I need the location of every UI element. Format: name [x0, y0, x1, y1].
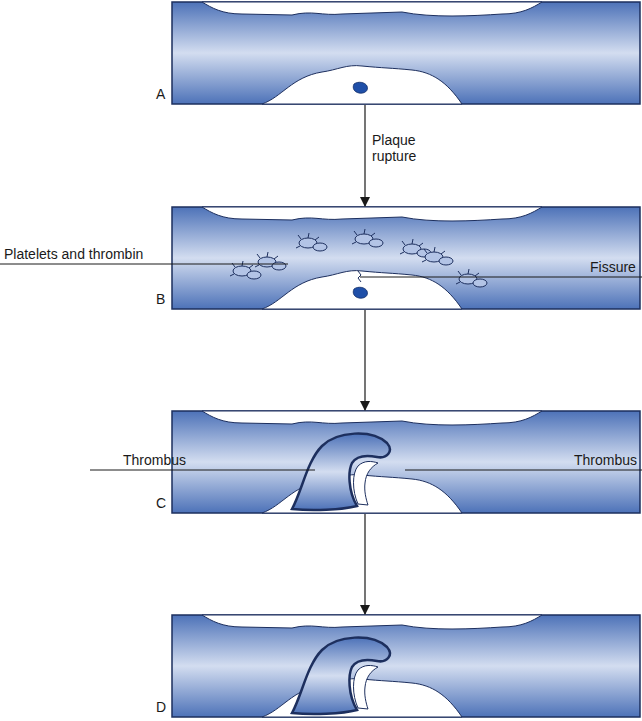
- callout-label: Fissure: [590, 259, 636, 275]
- panel-letter: C: [156, 495, 168, 511]
- callout-label: Thrombus: [574, 452, 637, 468]
- callout-label: Thrombus: [123, 452, 186, 468]
- panel-letter: A: [156, 86, 168, 102]
- flow-arrow: [364, 310, 365, 410]
- flow-arrow: [364, 105, 365, 206]
- artery-panel: C: [172, 411, 640, 513]
- callout-label: Platelets and thrombin: [4, 246, 143, 262]
- artery-panel: D: [172, 615, 640, 717]
- panel-letter: B: [156, 291, 168, 307]
- panel-letter: D: [156, 699, 168, 715]
- artery-panel: A: [172, 2, 640, 104]
- artery-panel: B: [172, 207, 640, 309]
- arrow-label: Plaque rupture: [370, 132, 438, 164]
- flow-arrow: [364, 514, 365, 614]
